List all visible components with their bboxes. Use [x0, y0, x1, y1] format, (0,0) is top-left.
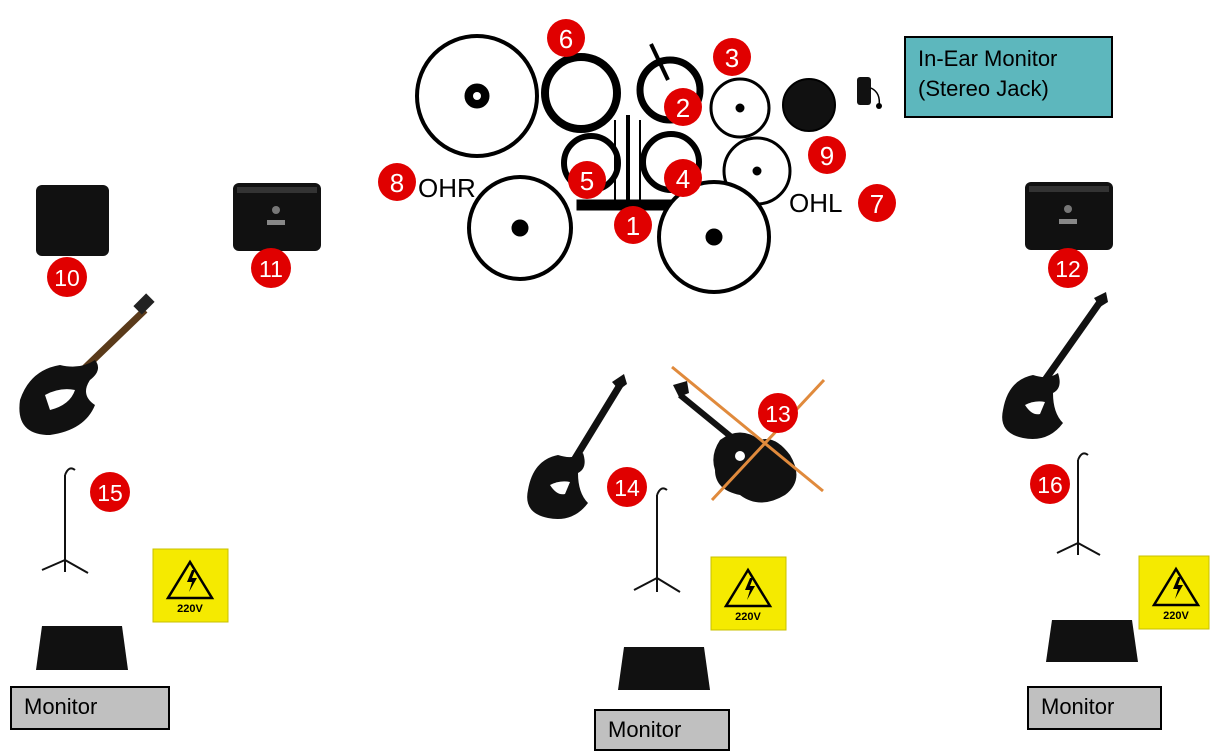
lightning-icon	[187, 570, 197, 592]
in-ear-monitor-line2: (Stereo Jack)	[918, 76, 1049, 101]
svg-text:14: 14	[614, 475, 640, 501]
svg-text:3: 3	[725, 43, 739, 73]
power-sign-right: 220V	[1138, 555, 1210, 630]
amp-guitar-right	[1025, 182, 1113, 250]
channel-badge-7: 7	[858, 184, 896, 222]
svg-text:9: 9	[820, 141, 834, 171]
cymbal-9	[782, 78, 836, 132]
ohr-label: OHR	[418, 173, 476, 203]
electric-guitar-right-icon	[1002, 292, 1108, 439]
tom-6	[541, 53, 621, 133]
svg-text:13: 13	[765, 401, 791, 427]
channel-badge-16: 16	[1030, 464, 1070, 504]
svg-text:10: 10	[54, 265, 80, 291]
channel-badge-2: 2	[664, 88, 702, 126]
channel-badge-10: 10	[47, 257, 87, 297]
svg-text:11: 11	[259, 256, 283, 282]
cross-out-mark	[671, 365, 826, 502]
mic-stand-center	[633, 487, 681, 593]
in-ear-monitor-line1: In-Ear Monitor	[918, 46, 1058, 71]
lightning-icon	[745, 578, 755, 600]
svg-text:5: 5	[580, 166, 594, 196]
channel-badge-9: 9	[808, 136, 846, 174]
svg-text:6: 6	[559, 24, 573, 54]
electric-guitar-center-icon	[527, 374, 627, 519]
channel-badge-8: 8	[378, 163, 416, 201]
svg-text:4: 4	[676, 164, 690, 194]
monitor-label-center: Monitor	[594, 709, 730, 751]
drum-kit	[415, 34, 836, 294]
channel-badge-14: 14	[607, 467, 647, 507]
in-ear-device-icon	[857, 77, 882, 109]
power-sign-center: 220V	[710, 556, 787, 631]
svg-text:8: 8	[390, 168, 404, 198]
channel-badge-15: 15	[90, 472, 130, 512]
lightning-icon	[1173, 577, 1183, 599]
amp-bass	[36, 185, 109, 256]
channel-badge-13: 13	[758, 393, 798, 433]
monitor-label-right: Monitor	[1027, 686, 1162, 730]
monitor-label-left: Monitor	[10, 686, 170, 730]
in-ear-monitor-box: In-Ear Monitor (Stereo Jack)	[904, 36, 1113, 118]
channel-badges: 1 2 3 4 5 6 7 8 9 10 11 12 13 14 15 16	[47, 19, 1088, 512]
svg-text:1: 1	[626, 211, 640, 241]
channel-badge-1: 1	[614, 206, 652, 244]
voltage-label: 220V	[177, 603, 203, 615]
svg-text:15: 15	[97, 480, 123, 506]
wedge-monitor-center	[618, 647, 710, 690]
wedge-monitor-right	[1046, 620, 1138, 662]
bass-guitar-icon	[19, 293, 155, 435]
svg-text:12: 12	[1055, 256, 1081, 282]
channel-badge-4: 4	[664, 159, 702, 197]
wedge-monitor-left	[36, 626, 128, 670]
acoustic-guitar-icon	[673, 381, 797, 503]
mic-stand-left	[41, 467, 89, 574]
svg-text:16: 16	[1037, 472, 1063, 498]
channel-badge-3: 3	[713, 38, 751, 76]
channel-badge-12: 12	[1048, 248, 1088, 288]
ohl-label: OHL	[789, 188, 842, 218]
mic-stand-right	[1056, 452, 1101, 556]
voltage-label: 220V	[735, 611, 761, 623]
channel-badge-6: 6	[547, 19, 585, 57]
amp-guitar-left	[233, 183, 321, 251]
power-sign-left: 220V	[152, 548, 229, 623]
svg-text:7: 7	[870, 189, 884, 219]
svg-text:2: 2	[676, 93, 690, 123]
voltage-label: 220V	[1163, 610, 1189, 622]
channel-badge-5: 5	[568, 161, 606, 199]
channel-badge-11: 11	[251, 248, 291, 288]
